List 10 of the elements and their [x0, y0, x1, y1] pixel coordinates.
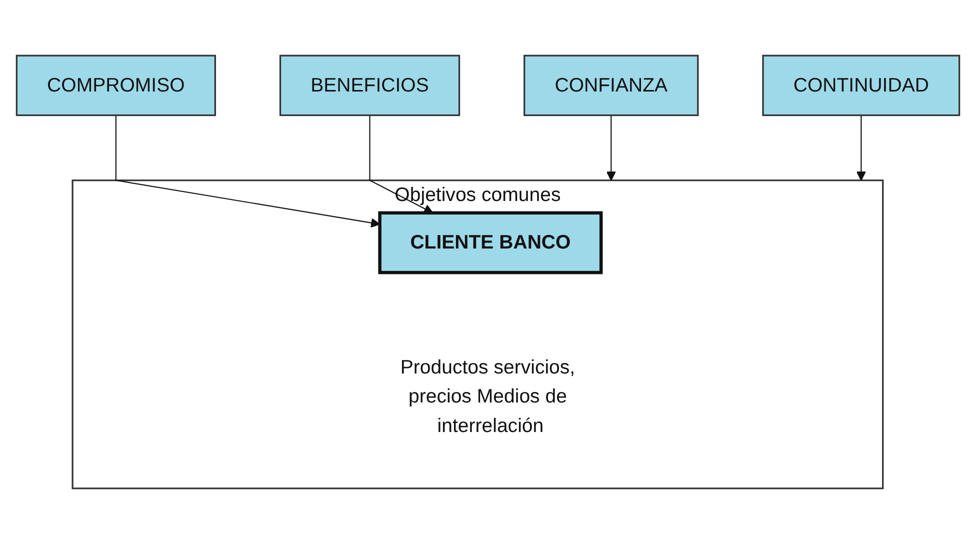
node-box: COMPROMISO: [16, 54, 216, 116]
arrow: [856, 114, 866, 180]
arrow: [115, 114, 380, 228]
node-box: CONFIANZA: [524, 54, 699, 116]
arrow: [369, 114, 434, 213]
node-box: BENEFICIOS: [279, 54, 460, 116]
node-text: Productos servicios, precios Medios de interrelación: [400, 356, 576, 436]
node-box: CLIENTE BANCO: [378, 210, 603, 274]
arrow: [606, 114, 616, 180]
node-box: CONTINUIDAD: [762, 54, 960, 116]
